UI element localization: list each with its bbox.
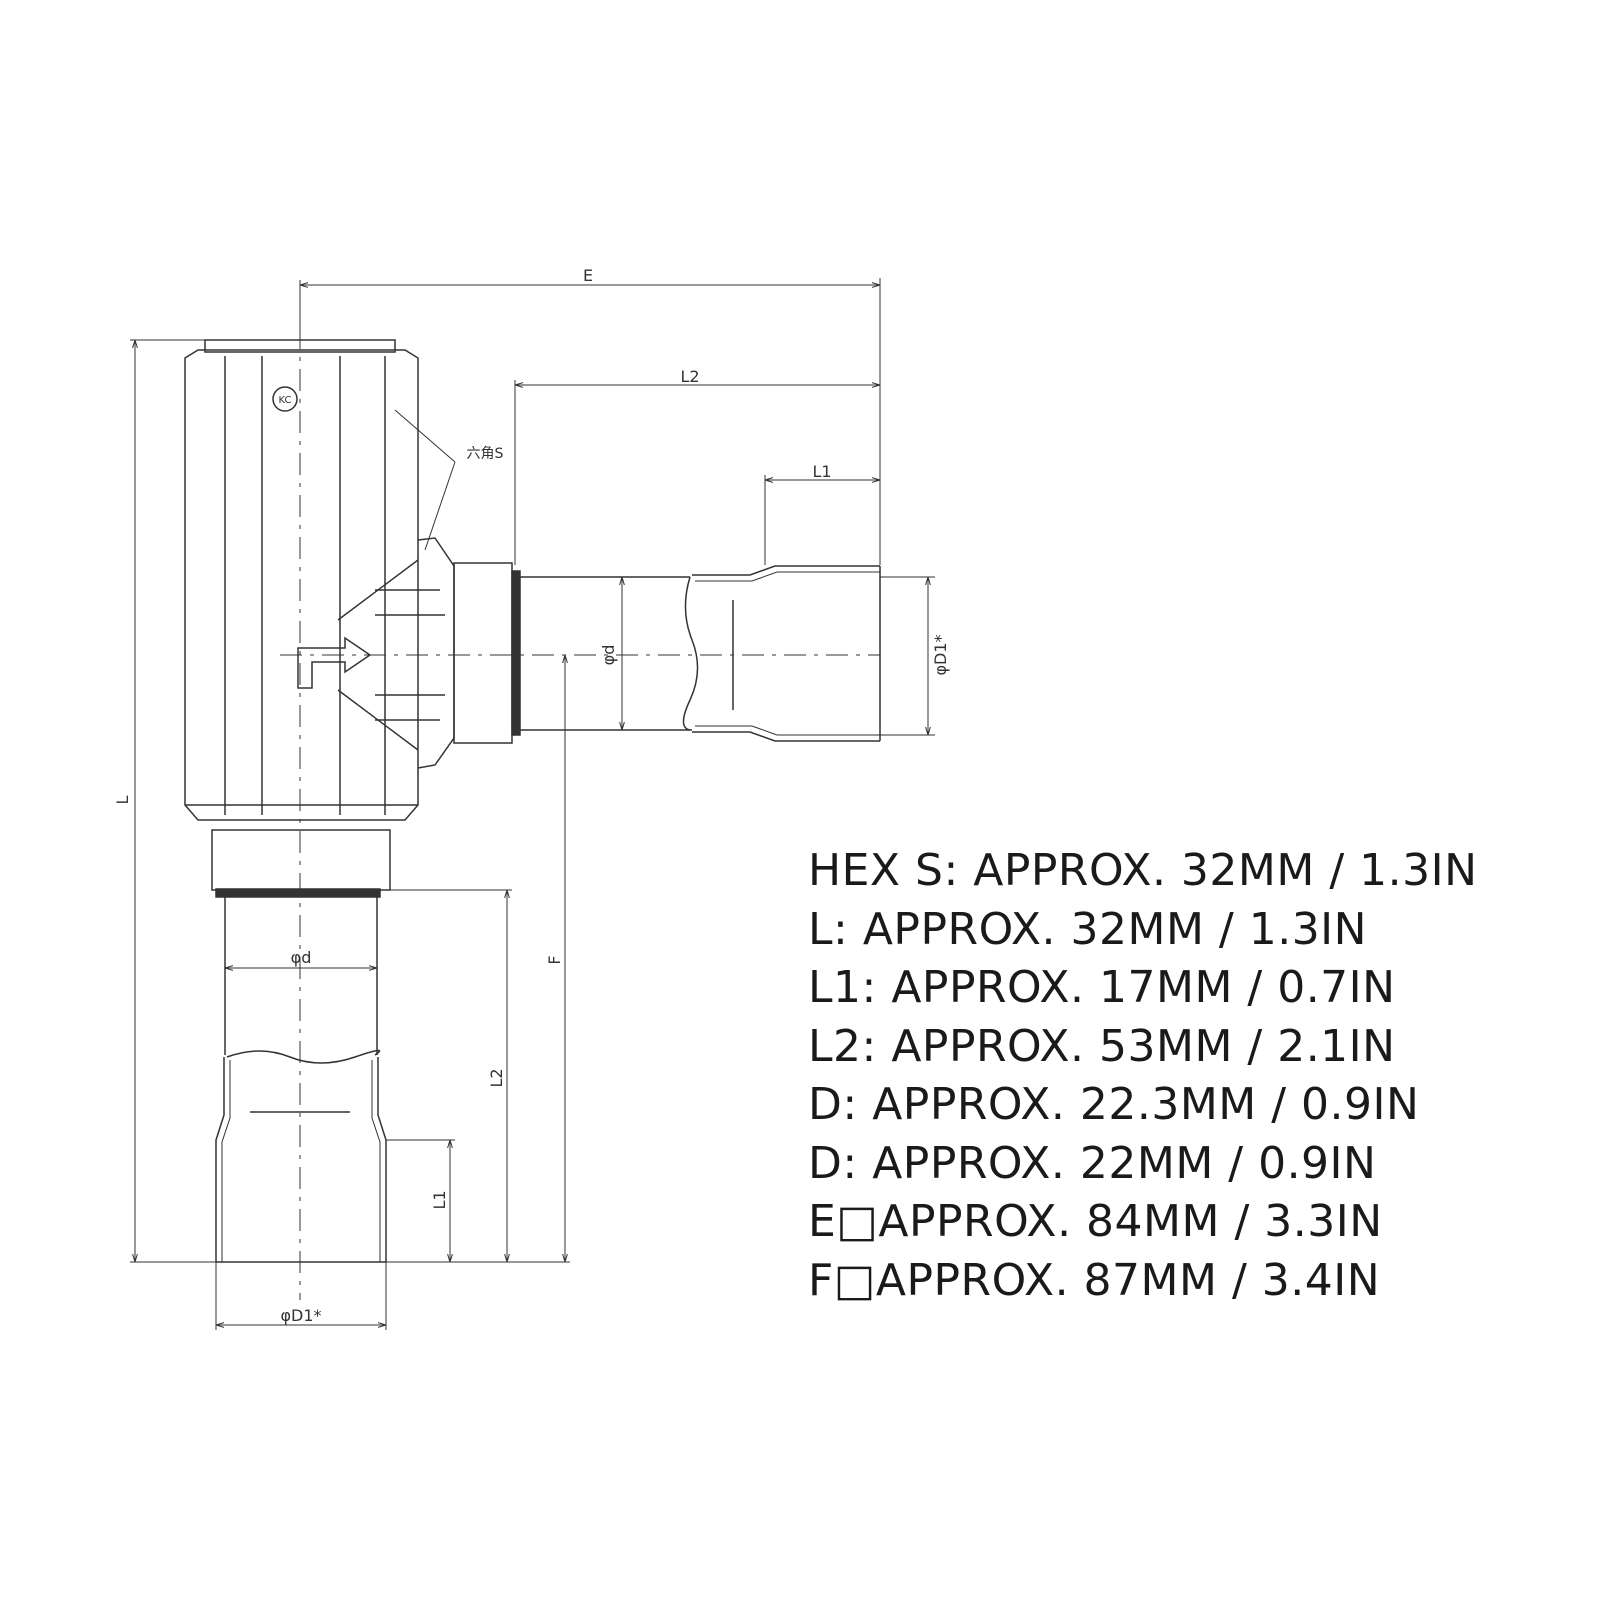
label-od1-right: φD1* [931,634,950,675]
hex-leader [395,410,455,550]
kc-mark [273,387,297,411]
spec-l2: L2: APPROX. 53MM / 2.1IN [808,1020,1396,1072]
spec-d2: D: APPROX. 22MM / 0.9IN [808,1137,1377,1189]
specifications-list: HEX S: APPROX. 32MM / 1.3IN L: APPROX. 3… [808,842,1478,1310]
center-lines [280,285,880,1300]
spec-f: F□APPROX. 87MM / 3.4IN [808,1254,1381,1306]
bottom-collar [212,830,390,897]
spec-l1: L1: APPROX. 17MM / 0.7IN [808,962,1396,1013]
bottom-pipe [216,897,386,1262]
label-e: E [583,266,593,285]
label-f: F [545,955,564,964]
spec-hex-s: HEX S: APPROX. 32MM / 1.3IN [808,845,1478,896]
spec-l: L: APPROX. 32MM / 1.3IN [808,903,1368,955]
spec-e: E□APPROX. 84MM / 3.3IN [808,1196,1383,1247]
label-l2-top: L2 [680,367,699,386]
label-l1-side: L1 [430,1190,449,1209]
spec-d1: D: APPROX. 22.3MM / 0.9IN [808,1079,1420,1130]
label-l2-side: L2 [487,1068,506,1087]
flow-arrow-icon [298,638,370,688]
hex-body [185,340,418,820]
label-kc-mark: KC [279,395,292,406]
label-od-right: φd [599,645,618,666]
dimension-lines [135,285,928,1325]
label-l: L [113,795,132,804]
label-od-bottom: φd [291,948,312,967]
label-od1-bottom: φD1* [280,1306,321,1325]
label-hex: 六角S [467,446,504,462]
side-outlet [338,538,880,768]
label-l1-top: L1 [812,462,831,481]
